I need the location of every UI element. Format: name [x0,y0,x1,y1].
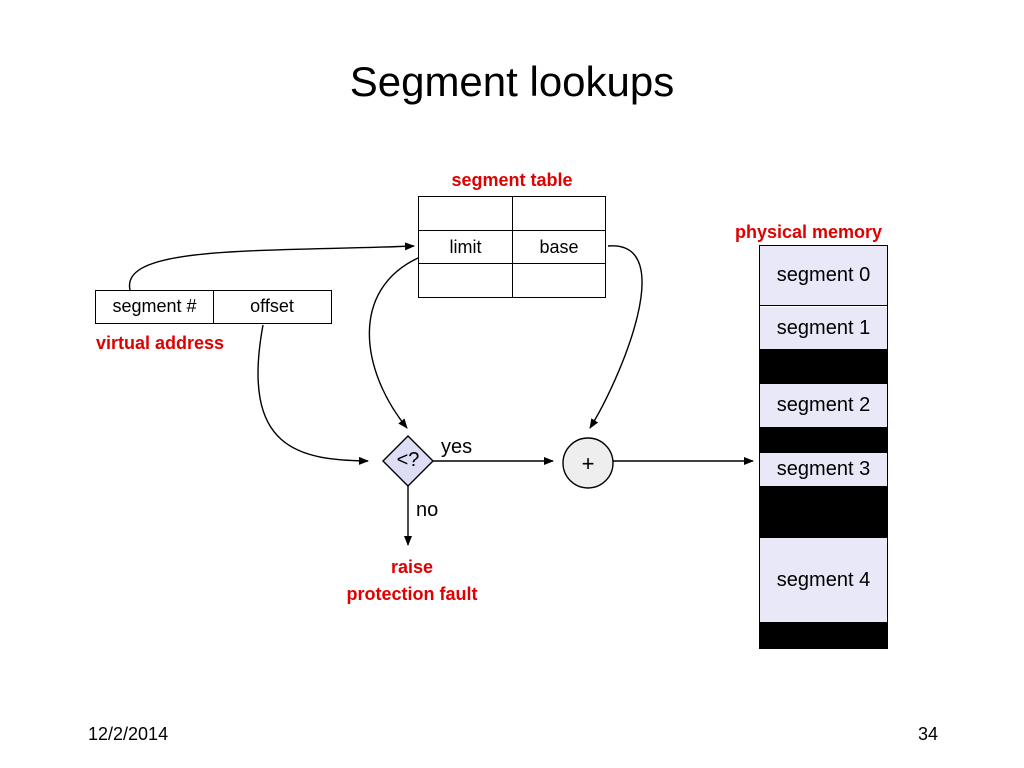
segment-number-cell: segment # [112,296,197,316]
free-gap-3 [760,486,887,538]
page-title: Segment lookups [349,58,675,105]
segment-0: segment 0 [760,246,887,306]
adder-symbol: + [581,451,595,476]
segment-table-label: segment table [451,170,573,190]
segment-3: segment 3 [760,453,887,486]
segment-1: segment 1 [760,307,887,349]
no-label: no [416,499,439,521]
virtual-address-box: segment # offset [95,290,332,324]
free-gap-2 [760,427,887,453]
free-gap-4 [760,622,887,649]
protection-fault-label: raise protection fault [312,554,512,608]
fault-line-2: protection fault [346,584,478,604]
adder-circle [562,437,614,489]
fault-line-1: raise [390,557,434,577]
compare-symbol: <? [396,449,420,471]
footer-date: 12/2/2014 [88,724,169,744]
yes-label: yes [441,436,473,458]
free-gap-1 [760,349,887,384]
physical-memory-label: physical memory [735,222,883,242]
compare-diamond [382,435,434,487]
limit-to-compare-arrow [368,257,419,429]
segment-2: segment 2 [760,384,887,427]
base-cell: base [539,236,579,257]
virtual-address-label: virtual address [96,333,225,353]
segment-index-arrow [128,242,415,291]
segment-table: limit base [418,196,606,298]
segment-4: segment 4 [760,538,887,622]
page-number: 34 [917,724,938,744]
base-to-adder-arrow [589,245,643,429]
offset-to-compare-arrow [257,324,369,465]
offset-cell: offset [250,296,294,316]
limit-cell: limit [449,236,482,257]
